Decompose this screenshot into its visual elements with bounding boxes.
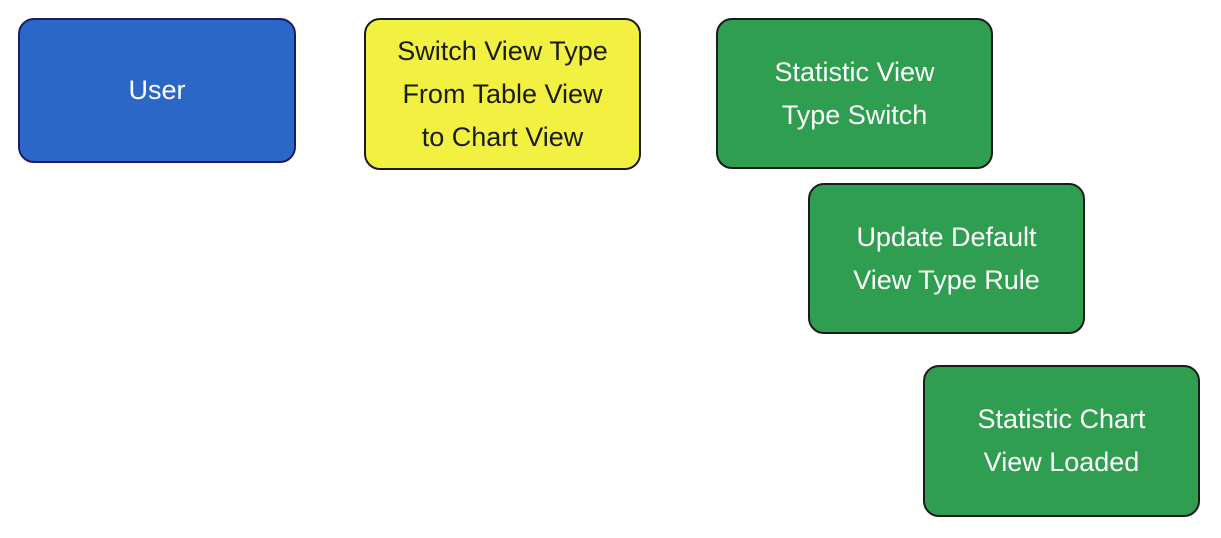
event-statistic-view-type-switch-sticky: Statistic View Type Switch [716,18,993,169]
event-statistic-chart-view-loaded-sticky: Statistic Chart View Loaded [923,365,1200,517]
command-switch-view-type-sticky: Switch View Type From Table View to Char… [364,18,641,170]
actor-user-label: User [128,75,186,105]
command-switch-view-type-label: Switch View Type From Table View to Char… [397,35,608,152]
actor-user-sticky: User [18,18,296,163]
event-statistic-view-type-switch-label: Statistic View Type Switch [774,56,935,130]
event-statistic-chart-view-loaded-label: Statistic Chart View Loaded [977,404,1146,477]
event-update-default-view-type-rule-label: Update Default View Type Rule [853,221,1040,295]
event-update-default-view-type-rule-sticky: Update Default View Type Rule [808,183,1085,334]
